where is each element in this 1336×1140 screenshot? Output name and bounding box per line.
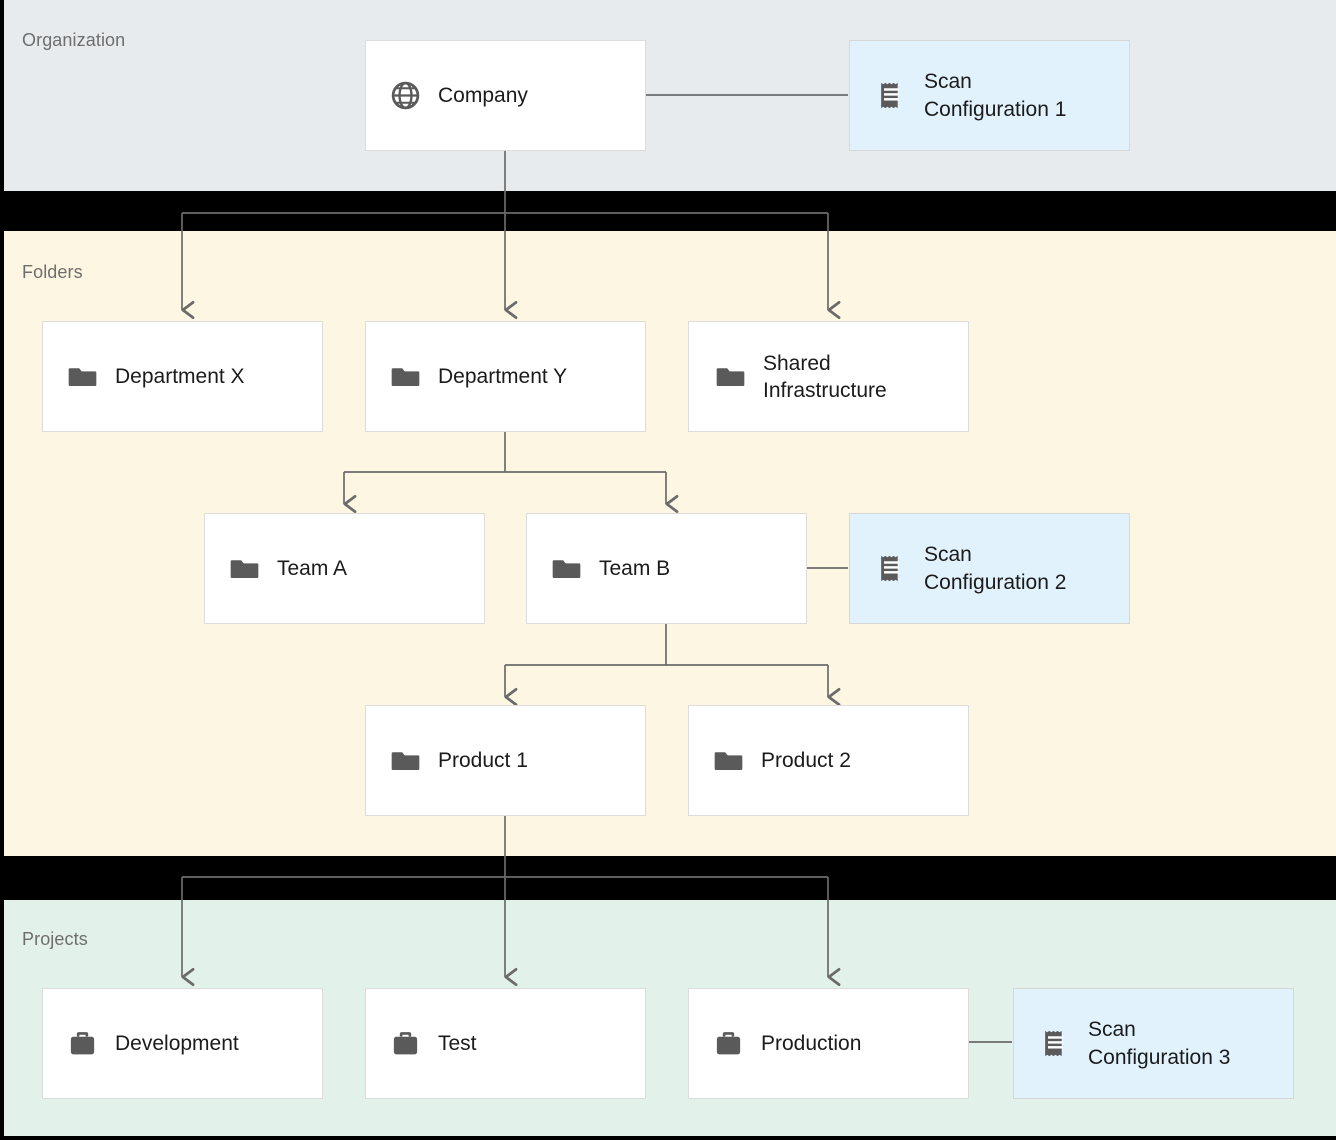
node-label: Department Y	[438, 365, 568, 388]
receipt-icon	[874, 79, 908, 113]
node-label: Scan Configuration 1	[924, 69, 1067, 121]
node-team-a[interactable]: Team A	[204, 513, 485, 624]
band-organization	[4, 0, 1336, 191]
folder-icon	[65, 360, 99, 394]
node-scan-configuration-3[interactable]: Scan Configuration 3	[1013, 988, 1294, 1099]
band-label-projects: Projects	[22, 929, 88, 949]
node-label: Development	[115, 1032, 239, 1055]
node-production[interactable]: Production	[688, 988, 969, 1099]
node-label: Team B	[599, 557, 671, 580]
receipt-icon	[1038, 1027, 1072, 1061]
node-product-2[interactable]: Product 2	[688, 705, 969, 816]
node-label: Product 1	[438, 749, 528, 772]
briefcase-icon	[388, 1027, 422, 1061]
band-label-organization: Organization	[22, 30, 126, 50]
node-label: Department X	[115, 365, 245, 388]
node-label: Production	[761, 1032, 862, 1055]
folder-icon	[549, 552, 583, 586]
folder-icon	[227, 552, 261, 586]
node-scan-configuration-2[interactable]: Scan Configuration 2	[849, 513, 1130, 624]
node-department-x[interactable]: Department X	[42, 321, 323, 432]
node-company[interactable]: Company	[365, 40, 646, 151]
folder-icon	[713, 360, 747, 394]
node-label: Product 2	[761, 749, 851, 772]
globe-icon	[388, 79, 422, 113]
receipt-icon	[874, 552, 908, 586]
node-label: Company	[438, 84, 528, 107]
node-label: Scan Configuration 2	[924, 542, 1067, 594]
node-shared-infrastructure[interactable]: Shared Infrastructure	[688, 321, 969, 432]
node-team-b[interactable]: Team B	[526, 513, 807, 624]
node-scan-configuration-1[interactable]: Scan Configuration 1	[849, 40, 1130, 151]
band-label-folders: Folders	[22, 262, 83, 282]
node-department-y[interactable]: Department Y	[365, 321, 646, 432]
folder-icon	[711, 744, 745, 778]
node-label: Scan Configuration 3	[1088, 1017, 1231, 1069]
briefcase-icon	[711, 1027, 745, 1061]
node-product-1[interactable]: Product 1	[365, 705, 646, 816]
node-label: Test	[438, 1032, 477, 1055]
node-test[interactable]: Test	[365, 988, 646, 1099]
node-label: Shared Infrastructure	[763, 351, 887, 402]
node-development[interactable]: Development	[42, 988, 323, 1099]
folder-icon	[388, 744, 422, 778]
node-label: Team A	[277, 557, 348, 580]
folder-icon	[388, 360, 422, 394]
briefcase-icon	[65, 1027, 99, 1061]
